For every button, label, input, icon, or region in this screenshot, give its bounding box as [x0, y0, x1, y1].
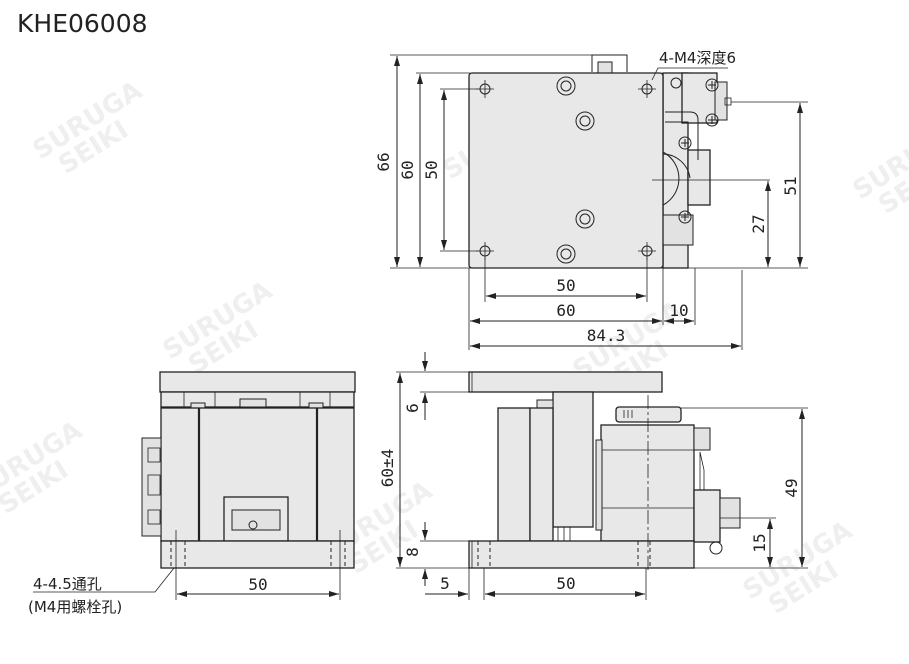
dim-overall-height: 66 [374, 152, 393, 171]
socket-screw-icon [575, 111, 595, 131]
side-view: 6 60±4 8 5 50 49 15 [378, 352, 808, 600]
dim-front-hole-pitch: 50 [248, 575, 267, 594]
dim-connector-height-side: 15 [750, 533, 769, 552]
dim-connector-height: 51 [781, 176, 800, 195]
tapped-hole-icon [476, 242, 494, 260]
model-number-title: KHE06008 [17, 9, 148, 38]
top-plate [468, 72, 664, 269]
dim-overall-width: 84.3 [587, 326, 626, 345]
tapped-hole-callout: 4-M4深度6 [659, 49, 736, 67]
through-hole-callout-note: (M4用螺栓孔) [28, 598, 122, 616]
tapped-hole-icon [638, 80, 656, 98]
dim-top-plate-thickness: 6 [403, 403, 422, 413]
top-view: 4-M4深度6 66 60 50 51 27 50 60 10 84.3 [374, 49, 808, 350]
dim-hole-pitch-h: 50 [556, 276, 575, 295]
screw-icon [678, 210, 692, 224]
dim-edge-to-hole: 5 [440, 574, 450, 593]
dim-plate-width: 60 [556, 301, 575, 320]
dim-total-height: 60±4 [378, 449, 397, 488]
socket-screw-icon [556, 244, 576, 264]
screw-icon [705, 113, 719, 127]
tapped-hole-icon [476, 80, 494, 98]
dim-motor-offset: 10 [669, 301, 688, 320]
through-hole-callout: 4-4.5通孔 [33, 575, 102, 593]
screw-icon [678, 136, 692, 150]
dim-plate-height: 60 [398, 160, 417, 179]
dim-side-hole-pitch: 50 [556, 574, 575, 593]
tapped-hole-icon [638, 242, 656, 260]
socket-screw-icon [575, 209, 595, 229]
dim-base-thickness: 8 [403, 547, 422, 557]
front-view: 50 4-4.5通孔 (M4用螺栓孔) [28, 371, 356, 616]
dim-motor-height: 49 [782, 478, 801, 497]
socket-screw-icon [556, 76, 576, 96]
screw-icon [705, 78, 719, 92]
dim-knob-center-height: 27 [749, 214, 768, 233]
dim-hole-pitch-v: 50 [422, 160, 441, 179]
